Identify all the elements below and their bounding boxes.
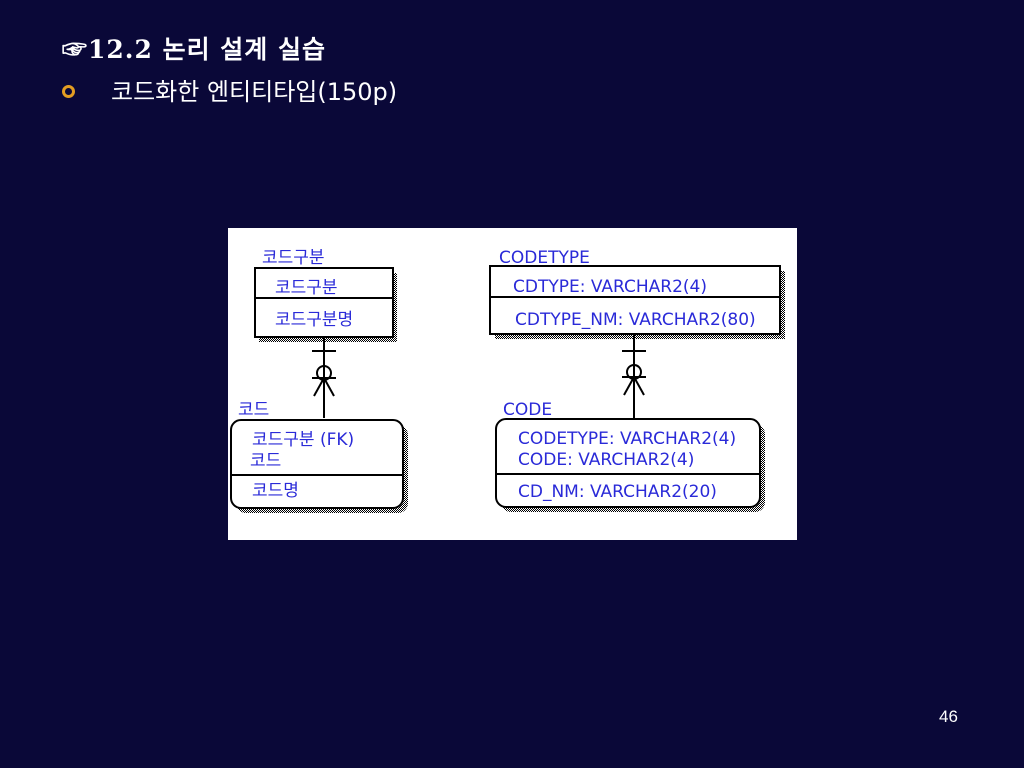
relationship-codetype-to-code [622, 334, 646, 418]
entity-code-en-key-attr: CODETYPE: VARCHAR2(4) [518, 429, 736, 449]
entity-code: 코드 코드구분 (FK) 코드 코드명 [230, 400, 408, 513]
crows-foot-leg [313, 377, 325, 397]
entity-code-category-name: 코드구분 [262, 248, 325, 268]
entity-code-en-key-attr: CODE: VARCHAR2(4) [518, 450, 694, 470]
slide-title-text: 12.2 논리 설계 실습 [88, 35, 327, 64]
entity-code-category-key-attr: 코드구분 [275, 278, 338, 298]
entity-code-en: CODE CODETYPE: VARCHAR2(4) CODE: VARCHAR… [495, 400, 765, 512]
entity-codetype-attr: CDTYPE_NM: VARCHAR2(80) [515, 310, 756, 330]
entity-codetype-key-attr: CDTYPE: VARCHAR2(4) [513, 277, 707, 297]
entity-codetype: CODETYPE CDTYPE: VARCHAR2(4) CDTYPE_NM: … [489, 248, 785, 339]
entity-box [254, 267, 394, 338]
entity-code-name: 코드 [238, 400, 269, 420]
er-diagram: 코드구분 코드구분 코드구분명 CODETYPE CDTYPE: VARCHAR… [228, 228, 797, 540]
crows-foot-leg [323, 377, 335, 397]
pointing-hand-icon: ☞ [62, 35, 89, 64]
page-number: 46 [939, 707, 958, 726]
crows-foot-leg [623, 376, 635, 396]
bullet-item: 코드화한 엔티티타입(150p) [62, 72, 397, 107]
slide-title: ☞12.2 논리 설계 실습 [62, 30, 326, 66]
entity-code-key-attr: 코드 [250, 451, 281, 471]
entity-box [230, 419, 404, 509]
entity-code-category-attr: 코드구분명 [275, 310, 353, 330]
crows-foot-leg [633, 376, 645, 396]
bullet-circle-icon [62, 85, 75, 98]
entity-codetype-name: CODETYPE [499, 248, 590, 268]
entity-code-key-attr: 코드구분 (FK) [252, 430, 354, 450]
entity-code-category: 코드구분 코드구분 코드구분명 [254, 248, 397, 342]
entity-code-en-name: CODE [503, 400, 552, 420]
entity-code-en-attr: CD_NM: VARCHAR2(20) [518, 482, 717, 502]
relationship-code-category-to-code [312, 337, 336, 418]
bullet-text: 코드화한 엔티티타입(150p) [111, 78, 398, 106]
er-diagram-svg: 코드구분 코드구분 코드구분명 CODETYPE CDTYPE: VARCHAR… [230, 248, 785, 513]
entity-box [495, 418, 761, 508]
entity-code-attr: 코드명 [252, 481, 299, 501]
entity-box [489, 265, 781, 335]
